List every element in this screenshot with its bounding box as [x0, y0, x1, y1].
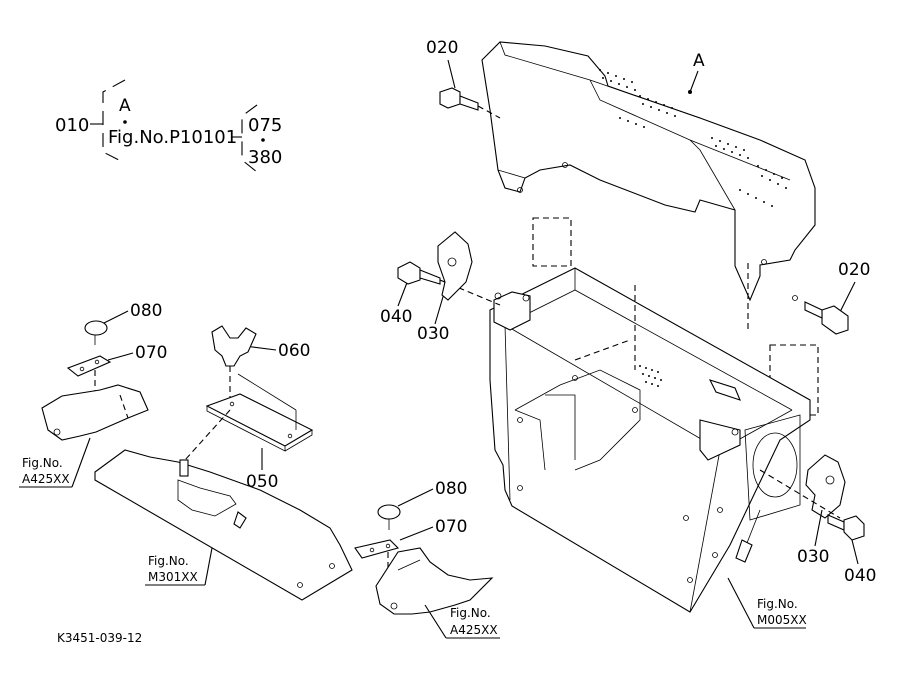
callout-050: 050 — [246, 472, 278, 492]
frame-a425xx-bottom — [375, 547, 494, 615]
plate-070-bottom: 070 — [354, 517, 467, 578]
range-start: 075 — [248, 115, 282, 136]
bracket-030-left: 030 — [417, 231, 473, 344]
drawing-id: K3451-039-12 — [57, 631, 142, 645]
callout-040-right: 040 — [844, 566, 876, 586]
fig-ref-right-line1: Fig.No. — [757, 597, 798, 611]
range-end: 380 — [248, 147, 282, 168]
frame-a425xx-left — [41, 384, 149, 441]
battery-box-part — [489, 267, 811, 613]
bolt-040-left: 040 — [380, 261, 501, 327]
plate-050: 050 — [184, 373, 314, 492]
cap-080-bottom: 080 — [377, 479, 467, 530]
fig-ref-p10101: Fig.No.P10101 — [108, 127, 237, 148]
callout-020-top: 020 — [426, 38, 458, 58]
plate-070-left: 070 — [66, 343, 167, 428]
callout-080-left: 080 — [130, 301, 162, 321]
bolt-040-right: 040 — [759, 469, 876, 586]
fig-ref-bottom-line1: Fig.No. — [450, 606, 491, 620]
callout-040-left: 040 — [380, 307, 412, 327]
callout-010: 010 — [55, 115, 89, 136]
callout-080-bottom: 080 — [435, 479, 467, 499]
frame-m301xx — [94, 449, 353, 601]
fig-ref-a425xx-bottom: Fig.No. A425XX — [424, 604, 500, 639]
bolt-020-right: 020 — [804, 260, 870, 335]
fig-ref-mid-line1: Fig.No. — [148, 554, 189, 568]
callout-020-right: 020 — [838, 260, 870, 280]
fig-ref-m301xx: Fig.No. M301XX — [145, 547, 213, 586]
fig-ref-left-line2: A425XX — [22, 472, 70, 486]
legend-block: 010 A Fig.No.P10101 075 380 — [55, 79, 282, 173]
fig-ref-m005xx: Fig.No. M005XX — [727, 577, 807, 629]
callout-060: 060 — [278, 341, 310, 361]
callout-070-left: 070 — [135, 343, 167, 363]
wingnut-060: 060 — [211, 325, 310, 398]
callout-070-bottom: 070 — [435, 517, 467, 537]
fig-ref-bottom-line2: A425XX — [450, 623, 498, 637]
assembly-letter-a: A — [119, 96, 131, 116]
fig-ref-a425xx-left: Fig.No. A425XX — [19, 437, 91, 488]
bolt-020-top: 020 — [426, 38, 501, 119]
fig-ref-left-line1: Fig.No. — [22, 456, 63, 470]
fig-ref-right-line2: M005XX — [757, 613, 807, 627]
bracket-030-right: 030 — [797, 454, 846, 567]
fig-ref-mid-line2: M301XX — [148, 570, 198, 584]
cap-080-left: 080 — [84, 301, 162, 345]
callout-030-right: 030 — [797, 547, 829, 567]
cover-label-a: A — [693, 51, 705, 71]
callout-030-left: 030 — [417, 324, 449, 344]
top-cover-part — [481, 41, 816, 302]
